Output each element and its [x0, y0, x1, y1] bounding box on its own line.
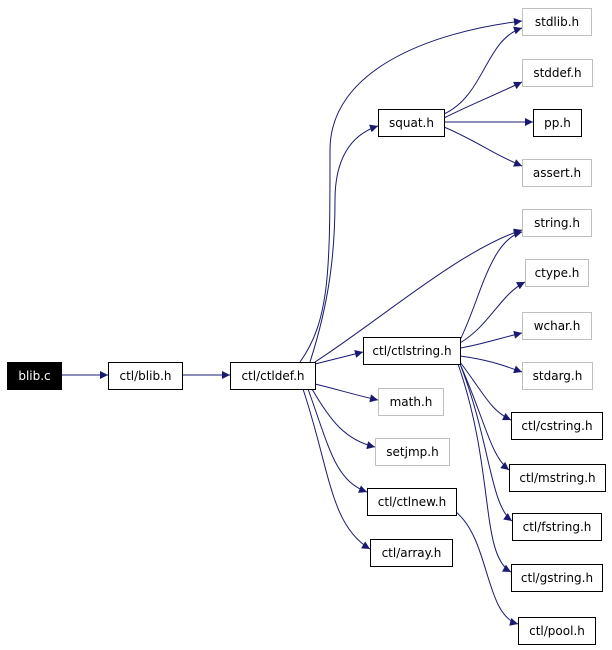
node-squat_h[interactable]: squat.h [378, 109, 445, 137]
edge-ctl_ctlstring_h-to-wchar_h [459, 330, 523, 349]
node-label: ctype.h [535, 266, 580, 280]
node-label: ctl/fstring.h [523, 520, 592, 534]
node-box [522, 8, 592, 36]
node-box [522, 209, 592, 237]
edge-squat_h-to-stdlib_h [443, 26, 523, 115]
edge-ctl_ctlnew_h-to-ctl_pool_h [455, 511, 519, 626]
edge-squat_h-to-assert_h [443, 126, 523, 167]
node-box [512, 513, 602, 541]
node-label: stddef.h [533, 66, 581, 80]
edge-squat_h-to-stddef_h [443, 81, 523, 119]
node-label: ctl/ctlstring.h [372, 344, 451, 358]
node-box [522, 59, 593, 87]
node-ctl_ctlnew_h[interactable]: ctl/ctlnew.h [367, 488, 457, 516]
edge-ctl_ctlstring_h-to-ctl_gstring_h [457, 363, 512, 573]
nodes-layer: blib.c ctl/blib.h ctl/ctldef.h squat.h stdli… [7, 8, 606, 645]
node-ctl_gstring_h[interactable]: ctl/gstring.h [511, 564, 603, 592]
node-box [7, 362, 62, 390]
node-label: ctl/mstring.h [519, 471, 595, 485]
node-label: wchar.h [534, 319, 581, 333]
node-ctl_fstring_h[interactable]: ctl/fstring.h [512, 513, 602, 541]
edge-ctl_ctldef_h-to-string_h [314, 228, 523, 363]
node-box [522, 312, 592, 340]
edge-ctl_ctldef_h-to-squat_h [309, 124, 379, 363]
node-label: stdlib.h [535, 15, 579, 29]
node-ctl_mstring_h[interactable]: ctl/mstring.h [509, 464, 606, 492]
node-label: setjmp.h [386, 445, 438, 459]
node-label: math.h [390, 395, 433, 409]
node-box [511, 564, 603, 592]
node-box [511, 412, 603, 440]
node-ctl_pool_h[interactable]: ctl/pool.h [518, 617, 596, 645]
node-string_h[interactable]: string.h [522, 209, 592, 237]
edge-ctl_ctlstring_h-to-ctl_mstring_h [459, 363, 510, 471]
node-ctype_h[interactable]: ctype.h [525, 259, 589, 287]
node-box [518, 617, 596, 645]
node-label: ctl/blib.h [119, 369, 171, 383]
node-box [525, 259, 589, 287]
node-box [230, 362, 316, 390]
node-box [522, 159, 592, 187]
edge-ctl_ctldef_h-to-ctl_array_h [302, 388, 371, 550]
node-box [367, 488, 457, 516]
node-label: ctl/gstring.h [521, 571, 593, 585]
node-ctl_array_h[interactable]: ctl/array.h [370, 539, 453, 567]
node-ctl_ctlstring_h[interactable]: ctl/ctlstring.h [363, 337, 461, 365]
node-blib_c[interactable]: blib.c [7, 362, 62, 390]
edge-ctl_ctlstring_h-to-ctl_cstring_h [459, 361, 512, 421]
node-pp_h[interactable]: pp.h [533, 109, 582, 137]
node-label: ctl/ctlnew.h [378, 495, 446, 509]
node-box [533, 109, 582, 137]
node-label: stdarg.h [533, 369, 583, 383]
edge-ctl_ctldef_h-to-ctl_ctlstring_h [314, 350, 364, 365]
edge-ctl_ctlstring_h-to-ctype_h [459, 281, 526, 344]
node-box [522, 362, 593, 390]
node-label: ctl/cstring.h [521, 419, 592, 433]
edge-ctl_ctldef_h-to-stdlib_h [299, 17, 523, 363]
node-label: ctl/array.h [382, 546, 442, 560]
node-label: blib.c [18, 369, 50, 383]
node-box [108, 362, 183, 390]
node-stdlib_h[interactable]: stdlib.h [522, 8, 592, 36]
node-label: ctl/ctldef.h [241, 369, 304, 383]
node-box [370, 539, 453, 567]
edge-ctl_ctlstring_h-to-string_h [459, 230, 523, 341]
node-label: string.h [534, 216, 580, 230]
node-box [509, 464, 606, 492]
edge-ctl_ctldef_h-to-setjmp_h [311, 388, 376, 450]
edge-ctl_ctldef_h-to-math_h [314, 383, 379, 403]
node-ctl_blib_h[interactable]: ctl/blib.h [108, 362, 183, 390]
node-stdarg_h[interactable]: stdarg.h [522, 362, 593, 390]
node-math_h[interactable]: math.h [378, 388, 444, 416]
edge-ctl_ctlstring_h-to-ctl_fstring_h [459, 363, 513, 522]
node-box [378, 388, 444, 416]
node-stddef_h[interactable]: stddef.h [522, 59, 593, 87]
node-box [378, 109, 445, 137]
node-setjmp_h[interactable]: setjmp.h [375, 438, 450, 466]
node-label: squat.h [389, 116, 434, 130]
node-assert_h[interactable]: assert.h [522, 159, 592, 187]
node-box [363, 337, 461, 365]
node-label: assert.h [533, 166, 581, 180]
edge-ctl_ctldef_h-to-ctl_ctlnew_h [307, 388, 368, 493]
edges-layer [61, 17, 533, 626]
node-ctl_ctldef_h[interactable]: ctl/ctldef.h [230, 362, 316, 390]
node-wchar_h[interactable]: wchar.h [522, 312, 592, 340]
edge-ctl_ctlstring_h-to-stdarg_h [459, 355, 523, 374]
node-label: pp.h [544, 116, 571, 130]
node-label: ctl/pool.h [529, 624, 585, 638]
node-box [375, 438, 450, 466]
node-ctl_cstring_h[interactable]: ctl/cstring.h [511, 412, 603, 440]
